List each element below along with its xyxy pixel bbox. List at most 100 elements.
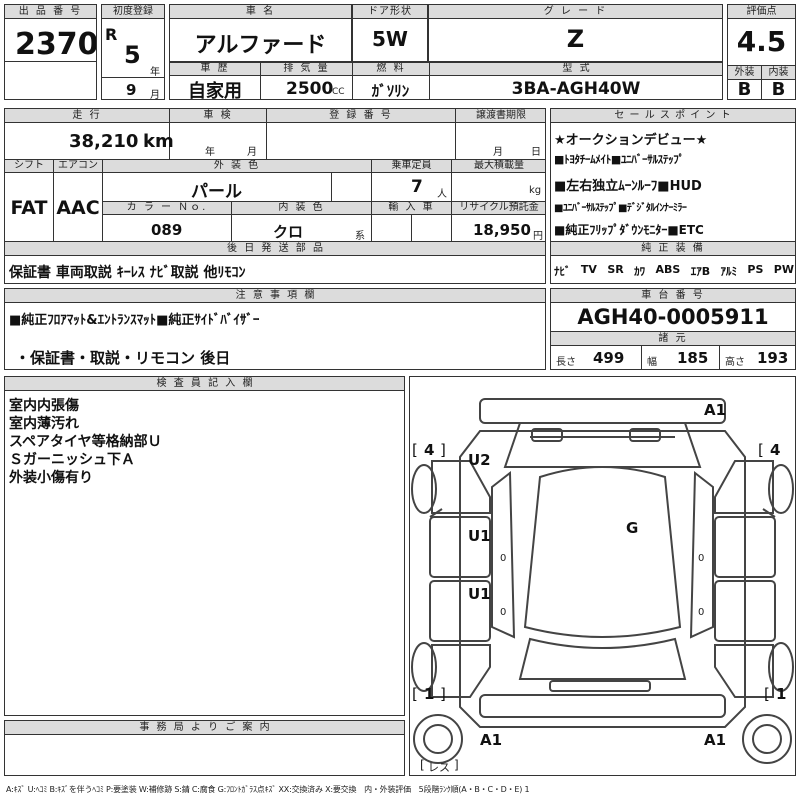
damage-a1-rear-right: A1 [704,731,727,749]
car-name-cell: 車 名 アルファード [169,4,352,62]
model: 3BA-AGH40W [511,79,641,99]
equipment-item: ｶﾜ [634,265,646,278]
exterior-grade: B [737,79,752,100]
month-unit: 月 [150,90,160,100]
mileage-unit: km [143,131,174,152]
recycle-amount: 18,950 [473,221,531,239]
sales-point-line: ■ﾕﾆﾊﾞｰｻﾙｽﾃｯﾌﾟ■ﾃﾞｼﾞﾀﾙｲﾝﾅｰﾐﾗｰ [554,203,687,214]
inspector-label: 検 査 員 記 入 欄 [5,377,404,391]
fuel: ｶﾞｿﾘﾝ [371,82,410,100]
door-type: 5W [372,27,408,51]
equipment-item: PS [747,263,764,276]
inspector-block: 検 査 員 記 入 欄 室内内張傷 室内薄汚れ スペアタイヤ等格納部Ｕ Ｓガーニ… [4,376,405,716]
fuel-label: 燃 料 [352,63,430,76]
car-diagram: [ 4 ] [ 4 [ 1 ] [ 1 A1 U2 G U1 U1 A1 A1 … [409,376,796,776]
parts-label: 後 日 発 送 部 品 [5,241,545,256]
tire-front-left-open: [ [412,441,418,459]
import-label: 輸 入 車 [371,201,452,215]
int-color: クロ [273,223,304,241]
exterior-label: 外装 [728,65,762,80]
car-name: アルファード [194,33,327,58]
history: 自家用 [188,81,242,100]
dims-label: 諸 元 [551,331,795,346]
mileage-label: 走 行 [5,109,170,123]
tire-rear-left-close: ] [440,685,446,703]
lot-label: 出 品 番 号 [5,5,96,19]
year-unit: 年 [150,67,160,78]
color-no-label: カ ラ ー Ｎｏ. [102,201,232,215]
spare-label: レス [428,761,450,774]
width: 185 [677,349,709,367]
capacity-label: 乗車定員 [371,159,452,173]
history-label: 車 歴 [170,63,261,76]
interior-grade: B [771,79,786,100]
inspector-line: 外装小傷有り [9,470,93,486]
tire-front-left: 4 [424,441,435,459]
inspector-line: 室内薄汚れ [9,416,79,432]
tire-rear-right-open: [ [764,685,770,703]
displacement-label: 排 気 量 [260,63,353,76]
sales-point-line: ■左右独立ﾑｰﾝﾙｰﾌ■HUD [554,179,702,194]
ac-label: エアコン [53,159,103,173]
parts: 保証書 車両取説 ｷｰﾚｽ ﾅﾋﾞ取説 他ﾘﾓｺﾝ [9,265,246,281]
inspection-year-unit: 年 [205,147,215,158]
registration-year: 5 [124,41,141,69]
int-color-unit: 系 [355,231,365,242]
shift-label: シフト [5,159,54,173]
sales-point-line: ■純正ﾌﾘｯﾌﾟﾀﾞｳﾝﾓﾆﾀｰ■ETC [554,223,704,237]
transfer-month-unit: 月 [493,147,503,158]
door-label: ドア形状 [353,5,427,19]
transfer-label: 譲渡書期限 [455,109,545,123]
displacement: 2500 [286,79,334,99]
recycle-unit: 円 [533,231,543,242]
grade-label: グ レ ー ド [429,5,722,19]
shift: FAT [10,197,48,219]
registration-month: 9 [126,81,137,99]
mileage: 38,210 [69,131,139,152]
damage-g: G [626,519,639,537]
score: 4.5 [736,25,787,58]
damage-u2: U2 [468,451,491,469]
history-row: 車 歴 排 気 量 燃 料 型 式 自家用 2500 CC ｶﾞｿﾘﾝ 3BA-… [169,62,723,100]
door-cell: ドア形状 5W [352,4,428,62]
registration-cell: 初度登録 R 5 年 9 月 [101,4,165,100]
grade-cell: グ レ ー ド Z [428,4,723,62]
damage-a1-front: A1 [704,401,727,419]
lot-cell: 出 品 番 号 2370 [4,4,97,100]
tire-rear-left: 1 [424,685,435,703]
tire-front-right-open: [ [758,441,764,459]
tire-rear-right: 1 [776,685,787,703]
ac: AAC [56,197,100,219]
sales-points-label: セ ー ル ス ポ イ ン ト [551,109,795,123]
zero-mark: 0 [698,607,705,618]
notes-label: 注 意 事 項 欄 [5,289,545,303]
length: 499 [593,349,625,367]
zero-mark: 0 [500,553,507,564]
interior-label: 内装 [761,65,795,80]
transfer-day-unit: 日 [531,147,541,158]
capacity: 7 [411,177,423,197]
damage-u1-front: U1 [468,527,491,545]
tire-front-right: 4 [770,441,781,459]
load-label: 最大積載量 [451,159,545,173]
equipment-item: SR [607,263,624,276]
score-cell: 評価点 4.5 外装 内装 B B [727,4,796,100]
equipment-item: ABS [655,263,681,276]
office-block: 事 務 局 よ り ご 案 内 [4,720,405,776]
car-name-label: 車 名 [170,5,351,19]
recycle-label: リサイクル預託金 [451,201,545,215]
ext-color: パール [191,182,242,202]
era-mark: R [105,25,118,44]
length-label: 長さ [556,357,576,368]
load-unit: kg [529,185,542,196]
legend: A:ｷｽﾞ U:ﾍｺﾐ B:ｷｽﾞを伴うﾍｺﾐ P:要塗装 W:補修跡 S:錆 … [6,785,530,794]
notes-block: 注 意 事 項 欄 ■純正ﾌﾛｱﾏｯﾄ&ｴﾝﾄﾗﾝｽﾏｯﾄ■純正ｻｲﾄﾞﾊﾞｲｻ… [4,288,546,370]
sales-points-block: セ ー ル ス ポ イ ン ト ★オークションデビュー★ ■ﾄﾖﾀﾁｰﾑﾒｲﾄ■… [550,108,796,284]
inspector-line: 室内内張傷 [9,398,79,414]
capacity-unit: 人 [437,189,447,200]
car-outline-svg [411,398,794,764]
sales-point-line: ■ﾄﾖﾀﾁｰﾑﾒｲﾄ■ﾕﾆﾊﾞｰｻﾙｽﾃｯﾌﾟ [554,153,684,166]
mileage-block: 走 行 車 検 登 録 番 号 譲渡書期限 38,210 km 年 月 月 日 … [4,108,546,284]
score-label: 評価点 [728,5,795,19]
chassis-block: 車 台 番 号 AGH40-0005911 諸 元 長さ 499 幅 185 高… [550,288,796,370]
